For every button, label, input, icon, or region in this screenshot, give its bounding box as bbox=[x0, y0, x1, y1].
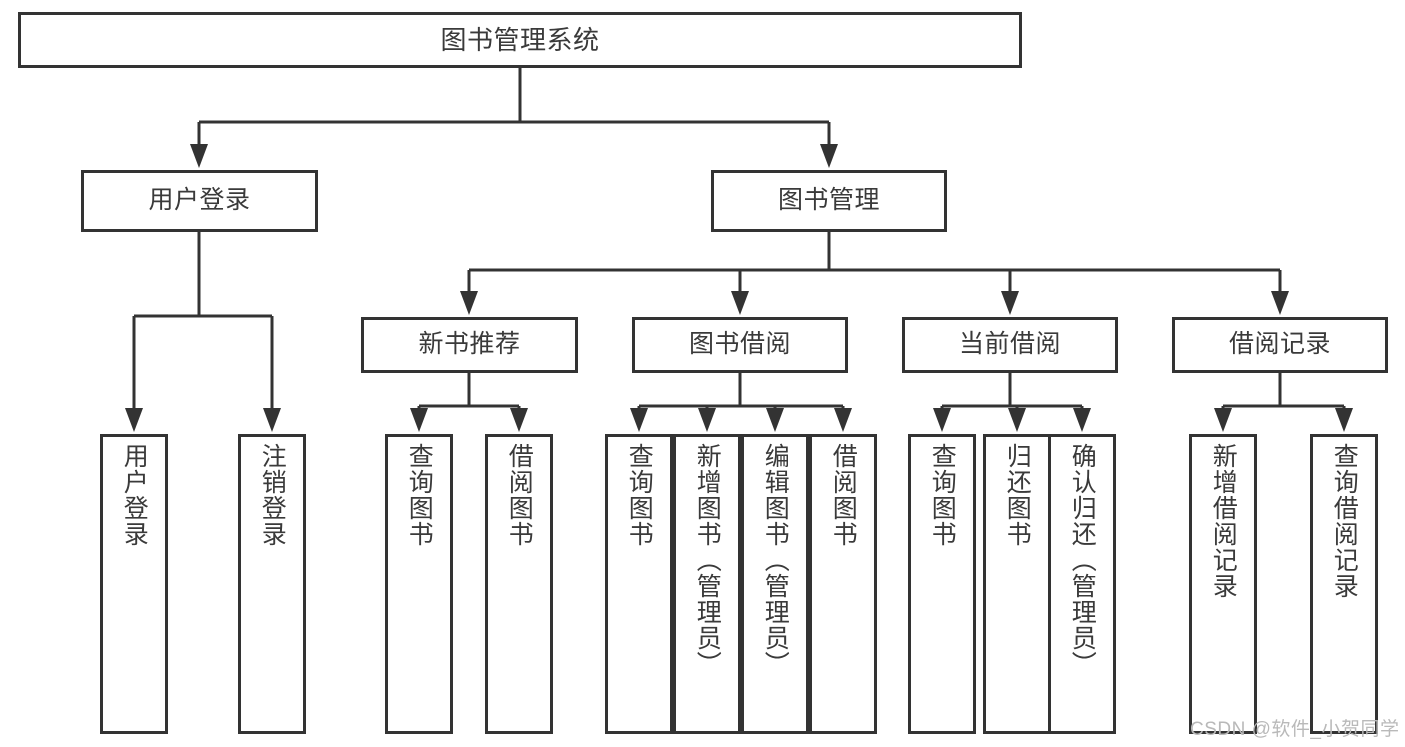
node-leaf: 查询借阅记录 bbox=[1310, 434, 1378, 734]
node-label: 新增借阅记录 bbox=[1209, 443, 1238, 599]
node-leaf: 确认归还（管理员） bbox=[1048, 434, 1116, 734]
node-level3: 借阅记录 bbox=[1172, 317, 1388, 373]
node-leaf: 查询图书 bbox=[908, 434, 976, 734]
node-leaf: 借阅图书 bbox=[485, 434, 553, 734]
node-level3: 图书借阅 bbox=[632, 317, 848, 373]
node-leaf: 借阅图书 bbox=[809, 434, 877, 734]
node-label: 借阅图书 bbox=[505, 443, 534, 547]
node-label: 归还图书 bbox=[1003, 443, 1032, 547]
node-label: 图书管理系统 bbox=[440, 24, 600, 55]
node-label: 图书管理 bbox=[777, 186, 880, 215]
node-leaf: 编辑图书（管理员） bbox=[741, 434, 809, 734]
node-label: 当前借阅 bbox=[958, 330, 1061, 359]
node-leaf: 注销登录 bbox=[238, 434, 306, 734]
node-level3: 新书推荐 bbox=[361, 317, 578, 373]
node-label: 注销登录 bbox=[258, 443, 287, 547]
node-level3: 当前借阅 bbox=[902, 317, 1118, 373]
node-label: 查询图书 bbox=[625, 443, 654, 547]
node-label: 用户登录 bbox=[148, 186, 251, 215]
node-label: 用户登录 bbox=[120, 443, 149, 547]
node-leaf: 用户登录 bbox=[100, 434, 168, 734]
node-level2: 用户登录 bbox=[81, 170, 318, 232]
node-label: 图书借阅 bbox=[688, 330, 791, 359]
node-label: 借阅记录 bbox=[1228, 330, 1331, 359]
node-level2: 图书管理 bbox=[711, 170, 947, 232]
node-label: 查询图书 bbox=[928, 443, 957, 547]
node-label: 确认归还（管理员） bbox=[1068, 443, 1097, 677]
node-leaf: 归还图书 bbox=[983, 434, 1051, 734]
node-root: 图书管理系统 bbox=[18, 12, 1022, 68]
node-leaf: 查询图书 bbox=[605, 434, 673, 734]
node-label: 新书推荐 bbox=[418, 330, 521, 359]
node-leaf: 新增图书（管理员） bbox=[673, 434, 741, 734]
node-leaf: 查询图书 bbox=[385, 434, 453, 734]
node-label: 新增图书（管理员） bbox=[693, 443, 722, 677]
node-leaf: 新增借阅记录 bbox=[1189, 434, 1257, 734]
node-label: 查询借阅记录 bbox=[1330, 443, 1359, 599]
node-label: 查询图书 bbox=[405, 443, 434, 547]
node-label: 借阅图书 bbox=[829, 443, 858, 547]
node-label: 编辑图书（管理员） bbox=[761, 443, 790, 677]
watermark-text: CSDN @软件_小贺同学 bbox=[1190, 719, 1400, 740]
